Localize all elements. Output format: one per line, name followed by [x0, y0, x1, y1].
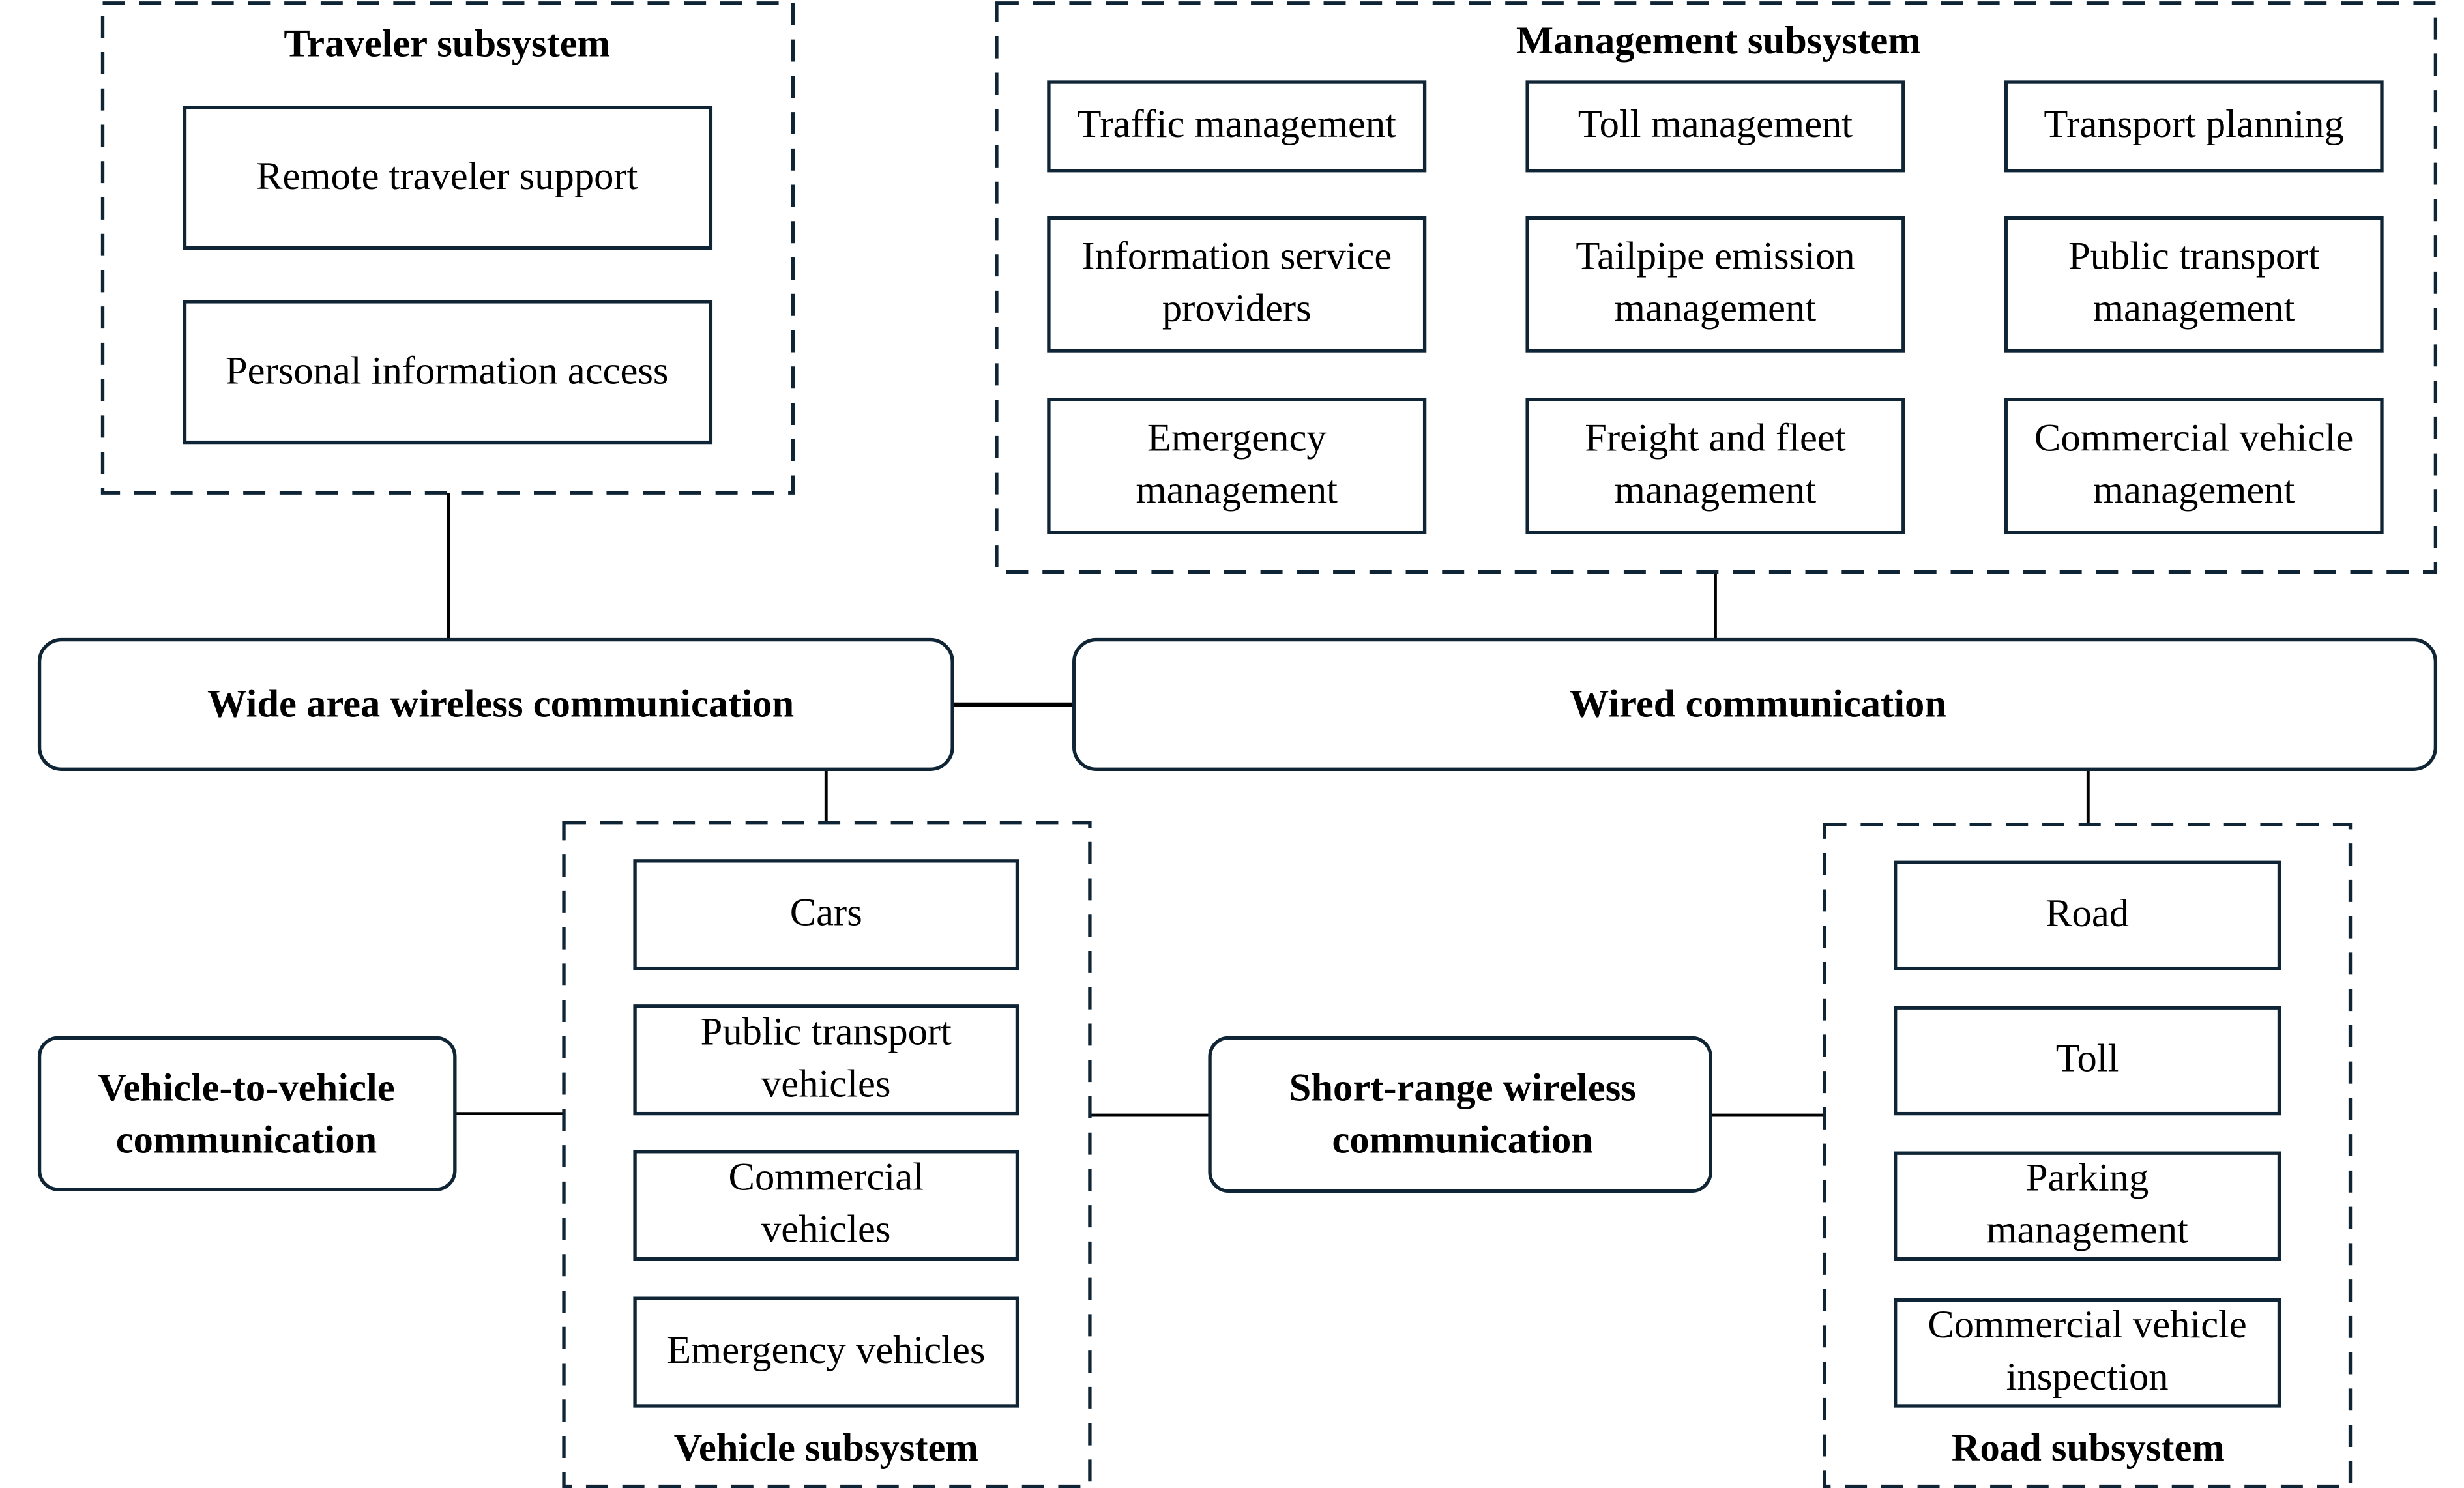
short-range-wireless[interactable]: Short-range wireless communication — [1208, 1036, 1712, 1193]
traveler-item-label: Remote traveler support — [256, 154, 638, 198]
vehicle-to-vehicle[interactable]: Vehicle-to-vehicle communication — [37, 1036, 457, 1191]
management-item-box[interactable] — [1047, 216, 1427, 353]
management-item-box[interactable] — [1525, 80, 1905, 173]
management-item[interactable]: Freight and fleet management — [1525, 398, 1905, 534]
road-item-label: Toll — [2056, 1037, 2119, 1081]
traveler-item-box[interactable] — [183, 106, 713, 250]
vehicle-item-label: Public transport — [701, 1010, 952, 1054]
management-item-label: Public transport — [2068, 235, 2319, 278]
management-item[interactable]: Public transport management — [2004, 216, 2384, 353]
management-item-label: Transport planning — [2044, 102, 2343, 146]
management-item-box[interactable] — [1047, 398, 1427, 534]
traveler-item-label: Personal information access — [226, 349, 669, 392]
road-item[interactable]: Parking management — [1894, 1151, 2281, 1261]
management-item-box[interactable] — [2004, 80, 2384, 173]
traveler-subsystem: Traveler subsystem Remote traveler suppo… — [100, 1, 795, 495]
vehicle-item-label: Commercial — [729, 1156, 924, 1199]
road-item[interactable]: Road — [1894, 860, 2281, 970]
management-item[interactable]: Tailpipe emission management — [1525, 216, 1905, 353]
road-item-box[interactable] — [1894, 1151, 2281, 1261]
vehicle-item-label: vehicles — [761, 1207, 890, 1251]
traveler-item-box[interactable] — [183, 300, 713, 445]
vehicle-item-label: Emergency vehicles — [667, 1328, 985, 1372]
management-item-box[interactable] — [1047, 80, 1427, 173]
road-item[interactable]: Toll — [1894, 1006, 2281, 1116]
wide-area-wireless-label: Wide area wireless communication — [207, 682, 794, 726]
v2v-label-line1: Vehicle-to-vehicle — [98, 1066, 394, 1110]
vehicle-item-box[interactable] — [633, 1004, 1019, 1116]
wired-communication-label: Wired communication — [1570, 682, 1946, 726]
road-item-label: Commercial vehicle — [1928, 1303, 2246, 1347]
management-item-label: Tailpipe emission — [1576, 235, 1855, 278]
management-item-label: Commercial vehicle — [2034, 416, 2353, 460]
vehicle-item[interactable]: Public transport vehicles — [633, 1004, 1019, 1116]
road-item-box[interactable] — [1894, 1298, 2281, 1408]
management-item[interactable]: Commercial vehicle management — [2004, 398, 2384, 534]
management-item-box[interactable] — [1525, 216, 1905, 353]
road-item[interactable]: Commercial vehicle inspection — [1894, 1298, 2281, 1408]
short-range-box[interactable] — [1208, 1036, 1712, 1193]
vehicle-subsystem-border — [562, 821, 1092, 1488]
management-subsystem-title: Management subsystem — [1516, 19, 1921, 63]
road-item-box[interactable] — [1894, 1006, 2281, 1116]
wide-area-wireless[interactable]: Wide area wireless communication — [37, 637, 954, 771]
management-item[interactable]: Information service providers — [1047, 216, 1427, 353]
vehicle-item-box[interactable] — [633, 859, 1019, 970]
wired-communication-box[interactable] — [1072, 637, 2438, 771]
road-item-box[interactable] — [1894, 860, 2281, 970]
road-subsystem-border — [1822, 823, 2353, 1488]
management-item-box[interactable] — [2004, 398, 2384, 534]
road-item-label: Parking — [2026, 1156, 2149, 1200]
vehicle-item[interactable]: Emergency vehicles — [633, 1296, 1019, 1408]
traveler-subsystem-border — [100, 1, 795, 495]
wired-communication[interactable]: Wired communication — [1072, 637, 2438, 771]
road-subsystem-title: Road subsystem — [1952, 1426, 2225, 1470]
vehicle-subsystem-title: Vehicle subsystem — [674, 1426, 978, 1470]
vehicle-item[interactable]: Commercial vehicles — [633, 1150, 1019, 1261]
road-item-label: inspection — [2006, 1355, 2169, 1399]
management-item-label: Emergency — [1147, 416, 1327, 460]
management-item-label: management — [1615, 468, 1817, 512]
management-item[interactable]: Emergency management — [1047, 398, 1427, 534]
management-item-label: Traffic management — [1078, 102, 1397, 146]
management-item-label: management — [1615, 287, 1817, 330]
management-item-label: providers — [1162, 287, 1312, 330]
short-range-label-line1: Short-range wireless — [1289, 1066, 1636, 1110]
management-subsystem-border — [995, 1, 2438, 574]
wide-area-wireless-box[interactable] — [37, 637, 954, 771]
connectors — [447, 493, 2090, 1117]
vehicle-item-box[interactable] — [633, 1150, 1019, 1261]
road-item-label: Road — [2046, 892, 2129, 935]
road-item-label: management — [1986, 1208, 2188, 1252]
short-range-label-line2: communication — [1332, 1118, 1593, 1162]
vehicle-item-box[interactable] — [633, 1296, 1019, 1408]
management-item[interactable]: Traffic management — [1047, 80, 1427, 173]
vehicle-item[interactable]: Cars — [633, 859, 1019, 970]
management-item-label: management — [1136, 468, 1338, 512]
management-item-box[interactable] — [1525, 398, 1905, 534]
management-item-label: Freight and fleet — [1585, 416, 1845, 460]
management-item[interactable]: Toll management — [1525, 80, 1905, 173]
management-item-label: Information service — [1081, 235, 1392, 278]
management-item-label: management — [2093, 287, 2295, 330]
v2v-label-line2: communication — [116, 1118, 377, 1162]
management-item-label: management — [2093, 468, 2295, 512]
traveler-subsystem-title: Traveler subsystem — [284, 22, 610, 66]
vehicle-item-label: vehicles — [761, 1062, 890, 1106]
management-item-box[interactable] — [2004, 216, 2384, 353]
v2v-box[interactable] — [37, 1036, 457, 1191]
management-item[interactable]: Transport planning — [2004, 80, 2384, 173]
vehicle-item-label: Cars — [790, 891, 862, 935]
management-item-label: Toll management — [1578, 102, 1853, 146]
